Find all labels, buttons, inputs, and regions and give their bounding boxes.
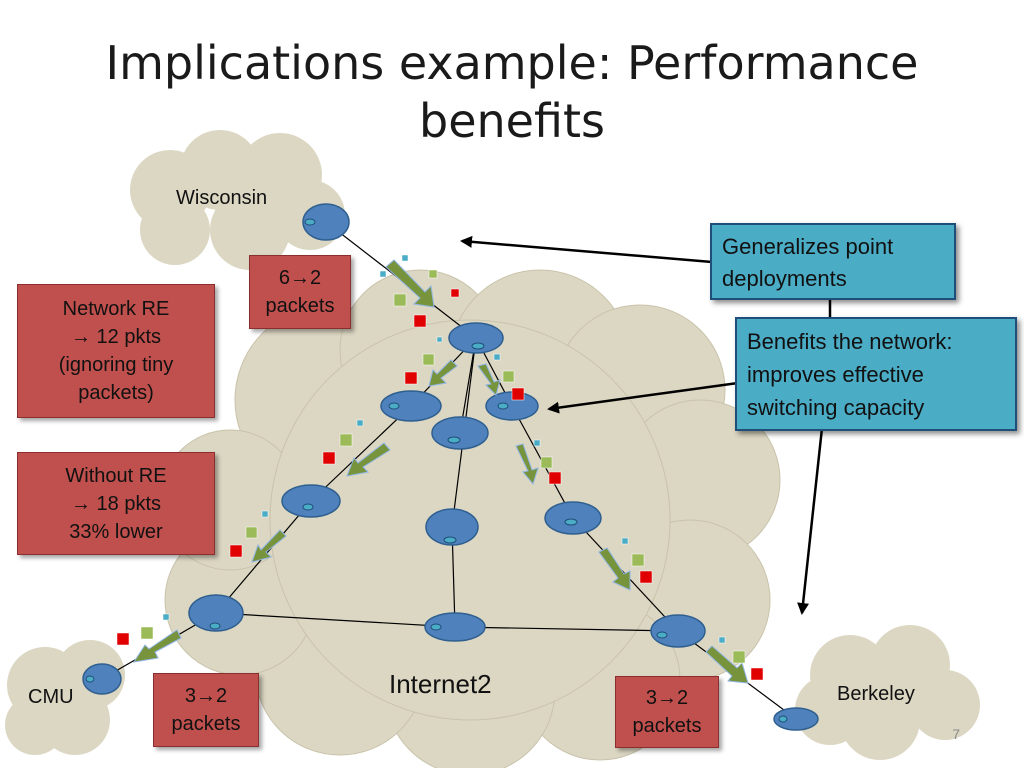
callout-line: improves effective	[747, 362, 924, 387]
router-cmu	[82, 663, 122, 695]
router-center-2	[425, 508, 479, 546]
router-right-2	[544, 501, 602, 535]
box-line: → 12 pkts	[70, 326, 162, 348]
router-left-2	[281, 484, 341, 518]
wisconsin-packets-box: 6→2 packets	[249, 255, 351, 329]
flow-arrows	[132, 259, 749, 684]
box-line: packets	[265, 295, 335, 317]
router-right-3	[650, 614, 706, 648]
router-bottom	[424, 612, 486, 642]
slide-title-line1: Implications example: Performance	[105, 36, 919, 90]
slide-number: 7	[952, 726, 960, 742]
callout-arrows	[460, 235, 832, 615]
benefits-callout: Benefits the network: improves effective…	[735, 317, 1017, 431]
berkeley-cloud	[795, 625, 980, 760]
router-center-1	[431, 416, 489, 450]
packets	[116, 254, 764, 681]
slide-title-line2: benefits	[419, 94, 605, 148]
box-line: Network RE	[62, 298, 170, 320]
routers	[82, 203, 819, 731]
internet2-label: Internet2	[389, 669, 492, 699]
router-ports	[85, 218, 788, 723]
cmu-packets-box: 3→2 packets	[153, 673, 259, 747]
box-line: 33% lower	[69, 520, 163, 543]
router-core-top	[448, 322, 504, 354]
box-line: → 18 pkts	[70, 492, 162, 515]
box-line: packets)	[78, 382, 154, 404]
box-line: 3→2	[184, 685, 228, 707]
wisconsin-label: Wisconsin	[176, 187, 268, 209]
box-line: packets	[171, 713, 241, 735]
callout-line: switching capacity	[747, 395, 925, 420]
router-berkeley	[773, 707, 819, 731]
network-re-box: Network RE → 12 pkts (ignoring tiny pack…	[17, 284, 215, 418]
box-line: packets	[632, 715, 702, 737]
router-wisconsin	[302, 203, 350, 241]
slide-title: Implications example: Performance benefi…	[0, 34, 1024, 150]
box-line: 3→2	[645, 687, 689, 709]
router-left-1	[380, 390, 442, 422]
box-line: 6→2	[278, 267, 322, 289]
generalizes-callout: Generalizes point deployments	[710, 223, 956, 300]
without-re-box: Without RE → 18 pkts 33% lower	[17, 452, 215, 555]
berkeley-label: Berkeley	[837, 683, 915, 705]
box-line: (ignoring tiny	[58, 354, 174, 376]
callout-line: Generalizes point	[722, 234, 894, 259]
router-left-3	[188, 594, 244, 632]
internet2-cloud	[159, 269, 781, 768]
box-line: Without RE	[65, 464, 167, 487]
berkeley-packets-box: 3→2 packets	[615, 676, 719, 748]
callout-line: deployments	[722, 266, 847, 291]
callout-line: Benefits the network:	[747, 329, 953, 354]
cmu-label: CMU	[28, 686, 74, 708]
